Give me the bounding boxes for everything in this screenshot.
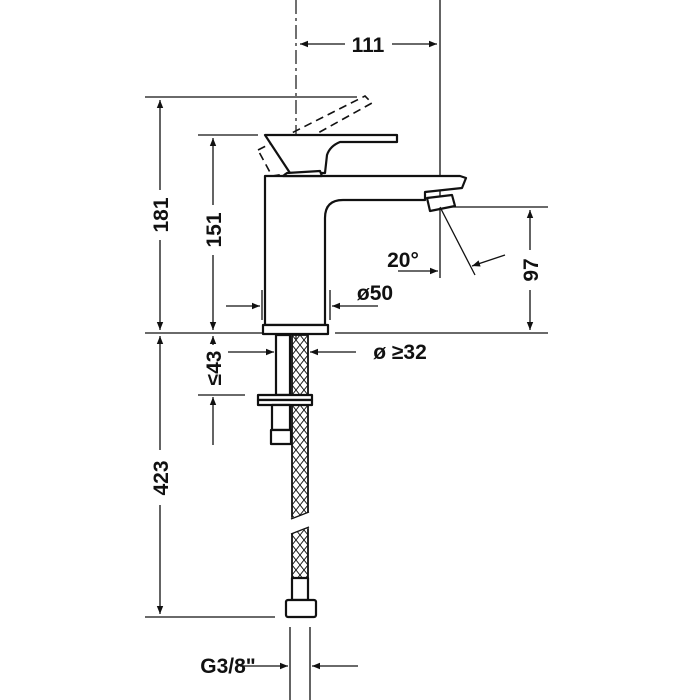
dim-deck-thickness: ≤43 bbox=[203, 351, 226, 386]
extension-lines bbox=[145, 0, 548, 700]
dim-hole-diameter: ø ≥32 bbox=[373, 341, 427, 364]
dim-height: 151 bbox=[203, 212, 226, 247]
dim-hose-length: 423 bbox=[150, 460, 173, 495]
faucet-body bbox=[256, 95, 468, 336]
dim-total-height: 181 bbox=[150, 197, 173, 232]
dim-connection-thread: G3/8" bbox=[200, 655, 255, 678]
dimension-lines bbox=[156, 40, 534, 670]
dim-body-diameter: ø50 bbox=[357, 282, 393, 305]
dim-spout-reach: 111 bbox=[352, 34, 385, 57]
installation-parts bbox=[256, 333, 318, 619]
dim-spout-height: 97 bbox=[520, 258, 543, 281]
dim-spout-angle: 20° bbox=[387, 249, 419, 272]
